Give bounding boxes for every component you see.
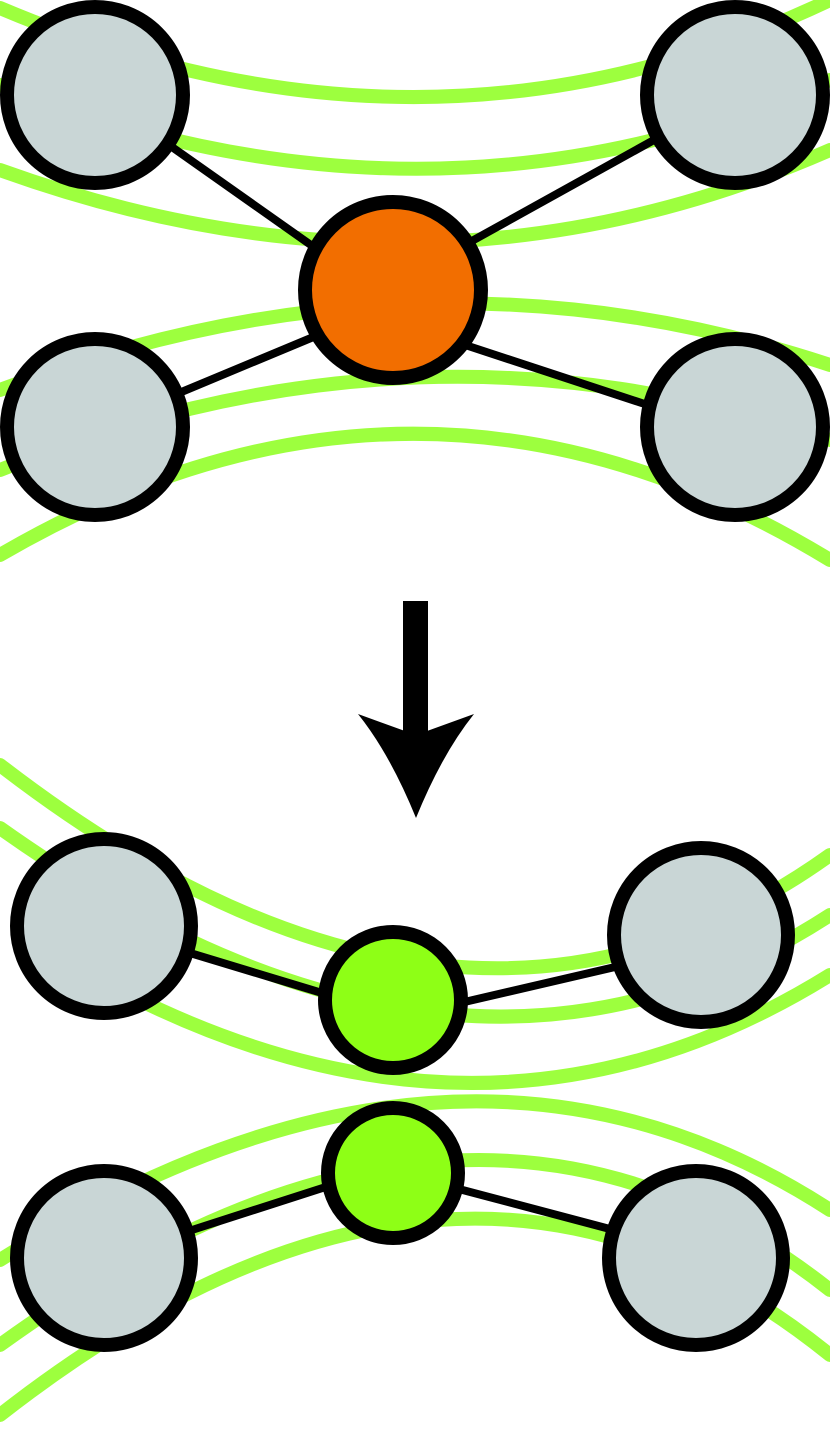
before-center-node [298, 195, 488, 385]
after-edge-upper-left [188, 949, 334, 1000]
before-edge-top-right [450, 116, 692, 256]
before-edge-bottom-left [153, 324, 337, 407]
after-edges [188, 949, 629, 1237]
arrow-shaft [403, 601, 428, 741]
after-edge-lower-left [190, 1180, 337, 1234]
arrow-down-icon [358, 601, 474, 818]
before-edges [142, 116, 692, 418]
before-node-top-right [640, 0, 830, 190]
after-node-lower-left [10, 1164, 198, 1352]
before-edge-top-left [142, 124, 338, 266]
before-node-top-left [0, 0, 190, 190]
after-node-upper-right [607, 841, 795, 1029]
after-edge-upper-right [459, 960, 629, 1007]
before-edge-bottom-right [448, 336, 677, 418]
arrow-head [358, 714, 474, 818]
after-curve-3 [33, 938, 830, 1090]
before-nodes [0, 0, 830, 522]
after-edge-lower-right [453, 1184, 627, 1237]
after-node-lower-right [602, 1164, 790, 1352]
after-nodes [10, 832, 795, 1352]
after-center-node-lower [321, 1101, 465, 1245]
before-node-bottom-right [640, 332, 830, 522]
after-node-upper-left [10, 832, 198, 1020]
after-center-node-upper [318, 925, 468, 1075]
before-node-bottom-left [0, 332, 190, 522]
